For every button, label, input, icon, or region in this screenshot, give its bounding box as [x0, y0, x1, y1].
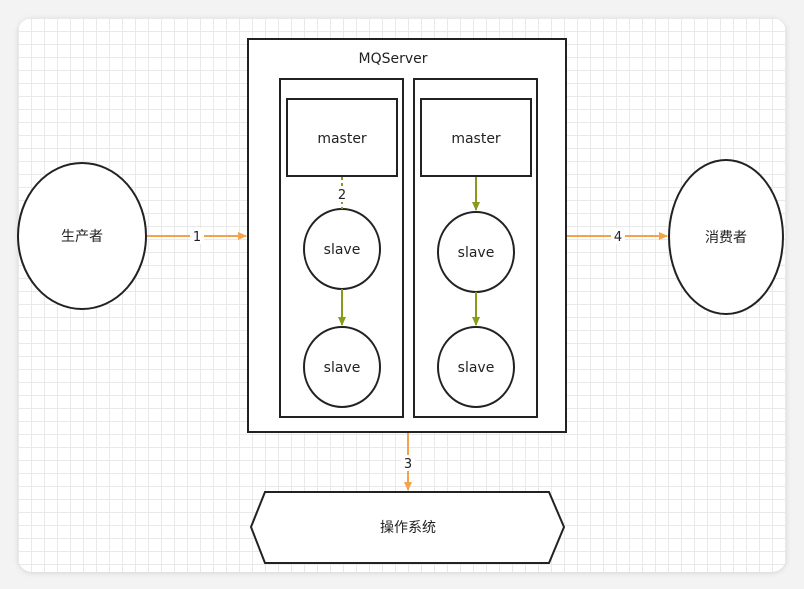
edge-3-label-bg: [401, 455, 415, 471]
slave-left-2-node: [303, 326, 381, 408]
edge-4-label: 4: [614, 230, 622, 245]
edge-1-label: 1: [193, 230, 201, 245]
edge-1-label-bg: [190, 228, 204, 244]
slave-right-2-node: [437, 326, 515, 408]
edge-2-label-bg: [335, 186, 349, 202]
edge-3-label: 3: [404, 457, 412, 472]
master-right-label: master: [451, 131, 501, 147]
edge-4-label-bg: [611, 228, 625, 244]
producer-node: [17, 162, 147, 310]
master-right-node: [420, 98, 532, 177]
master-left-label: master: [317, 131, 367, 147]
slave-left-2-label: slave: [324, 360, 361, 376]
producer-label: 生产者: [61, 229, 103, 245]
consumer-node: [668, 159, 784, 315]
mqserver-title: MQServer: [358, 51, 427, 67]
edge-2-label: 2: [338, 188, 346, 203]
slave-right-1-label: slave: [458, 245, 495, 261]
os-label: 操作系统: [380, 520, 436, 536]
os-node: [249, 491, 566, 564]
consumer-label: 消费者: [705, 230, 747, 246]
slave-right-2-label: slave: [458, 360, 495, 376]
master-left-node: [286, 98, 398, 177]
slave-left-1-label: slave: [324, 242, 361, 258]
